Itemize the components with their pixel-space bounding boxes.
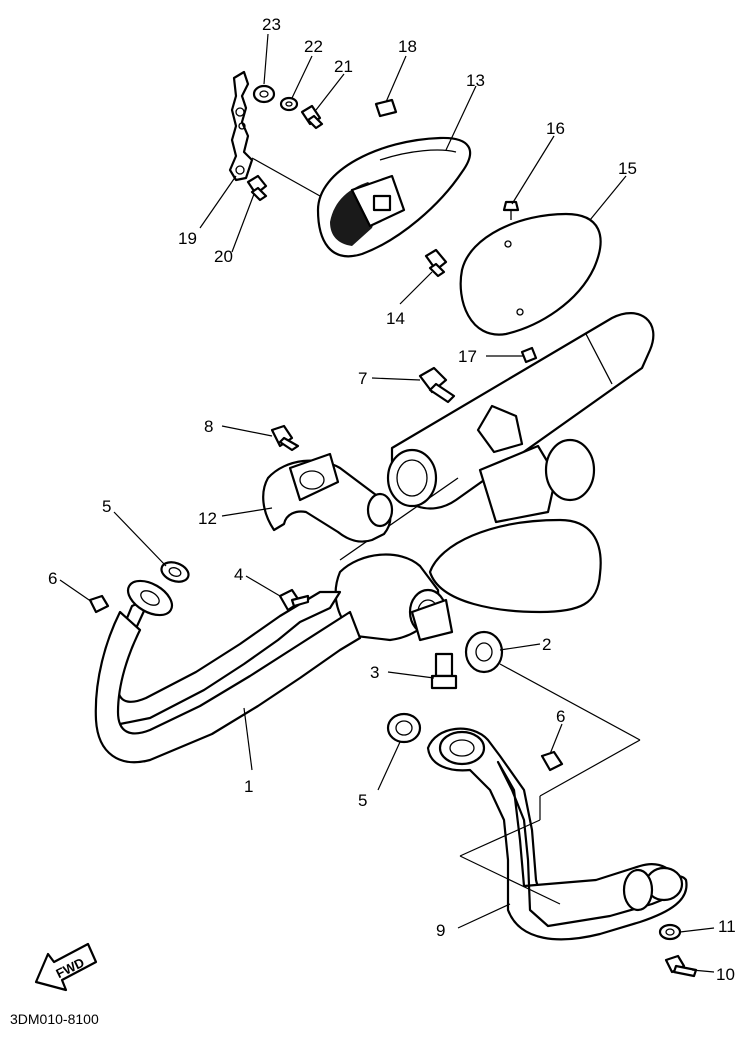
diagram-code: 3DM010-8100 <box>10 1011 99 1027</box>
callout-14: 14 <box>386 309 405 328</box>
callout-12: 12 <box>198 509 217 528</box>
washer-part-22 <box>279 96 299 112</box>
screw-part-16 <box>502 200 520 220</box>
callout-2: 2 <box>542 635 551 654</box>
callout-3: 3 <box>370 663 379 682</box>
callout-10: 10 <box>716 965 735 984</box>
flange-part-1-inlet <box>126 579 174 617</box>
callout-9: 9 <box>436 921 445 940</box>
callout-7: 7 <box>358 369 367 388</box>
callout-23: 23 <box>262 15 281 34</box>
callout-13: 13 <box>466 71 485 90</box>
callout-17: 17 <box>458 347 477 366</box>
bolt-part-14 <box>424 248 448 278</box>
callout-18: 18 <box>398 37 417 56</box>
bolt-part-20 <box>246 174 268 202</box>
forward-direction-arrow: FWD <box>34 942 98 992</box>
callout-5b: 5 <box>358 791 367 810</box>
callout-20: 20 <box>214 247 233 266</box>
callout-4: 4 <box>234 565 243 584</box>
nut-part-6b <box>540 750 564 772</box>
bolt-part-7 <box>418 366 456 404</box>
callout-6a: 6 <box>48 569 57 588</box>
leader-lines <box>59 33 715 973</box>
callout-1: 1 <box>244 777 253 796</box>
front-pipe-part-9 <box>426 663 688 941</box>
bolt-part-8 <box>270 424 300 452</box>
spacer-part-23 <box>252 84 276 104</box>
clamp-part-3 <box>410 598 458 690</box>
callout-19: 19 <box>178 229 197 248</box>
callout-21: 21 <box>334 57 353 76</box>
bush-part-2 <box>464 630 504 674</box>
callout-22: 22 <box>304 37 323 56</box>
clip-part-18 <box>374 98 398 118</box>
bolt-part-10 <box>664 954 698 978</box>
callout-5a: 5 <box>102 497 111 516</box>
callout-8: 8 <box>204 417 213 436</box>
gasket-part-5b <box>386 712 422 744</box>
muffler-part-1 <box>94 312 655 764</box>
cover-part-13 <box>316 136 472 258</box>
callout-11: 11 <box>718 917 736 936</box>
callout-6b: 6 <box>556 707 565 726</box>
bolt-part-21 <box>300 104 324 130</box>
nut-part-11 <box>658 923 682 941</box>
bracket-part-19 <box>228 70 321 197</box>
nut-part-6a <box>88 594 110 614</box>
callout-16: 16 <box>546 119 565 138</box>
bolt-part-4 <box>278 588 310 612</box>
gasket-part-5a <box>160 561 190 583</box>
cover-part-15 <box>459 212 602 336</box>
callout-15: 15 <box>618 159 637 178</box>
pipe-part-12 <box>262 452 394 543</box>
nut-part-17 <box>520 346 538 364</box>
callout-labels: 23 22 21 18 13 19 20 14 16 15 17 7 8 12 … <box>48 15 736 984</box>
